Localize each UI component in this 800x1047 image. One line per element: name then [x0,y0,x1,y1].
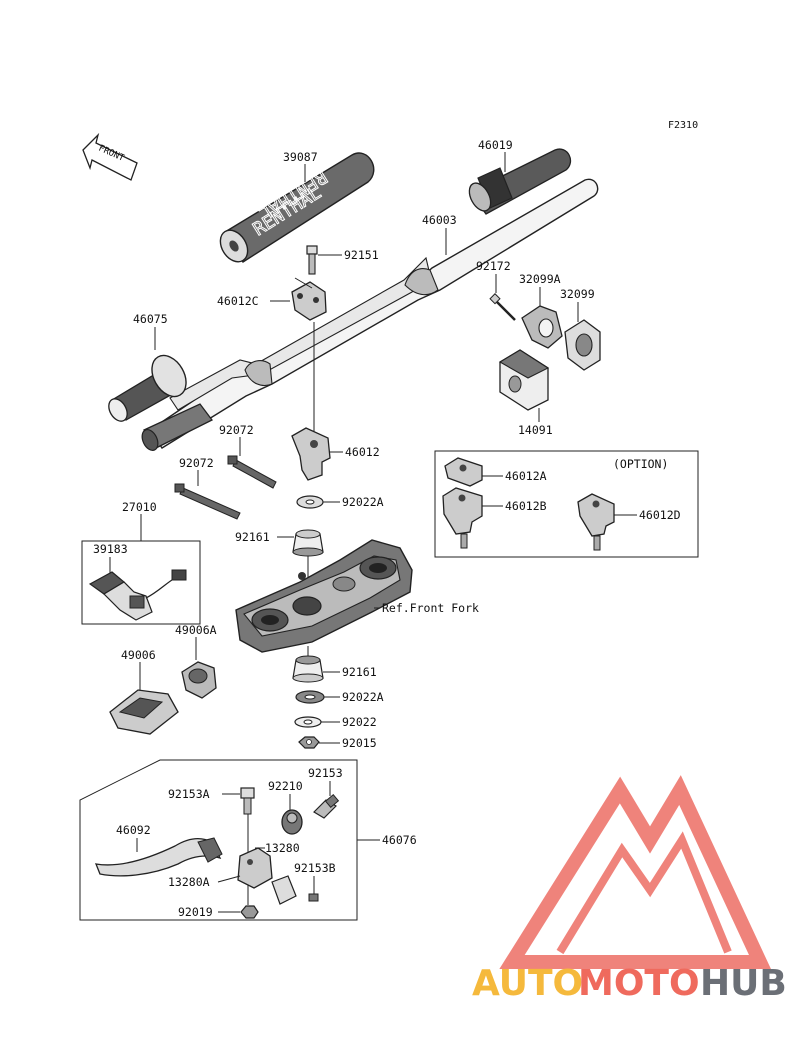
label-92072-a: 92072 [219,423,254,437]
label-46012b: 46012B [505,499,547,513]
label-46012d: 46012D [639,508,681,522]
cable-tie-1-icon [227,455,277,489]
label-92153: 92153 [308,766,343,780]
label-39183: 39183 [93,542,128,556]
label-13280a: 13280A [168,875,210,889]
triple-clamp-icon [235,539,413,653]
option-label: (OPTION) [613,457,668,471]
cable-tie-2-icon [174,483,241,520]
label-92153b: 92153B [294,861,336,875]
washer-92022a-top-icon [296,495,324,509]
nut-92019-icon [240,905,259,919]
label-92161-top: 92161 [235,530,270,544]
label-92072-b: 92072 [179,456,214,470]
handlebar-icon [149,178,599,449]
clamp-46012c-icon [291,281,327,321]
label-92015: 92015 [342,736,377,750]
watermark-hub: HUB [700,963,787,1004]
damper-92161-top-icon [292,529,324,557]
bracket-lower-icon [271,875,297,905]
label-92153a: 92153A [168,787,210,801]
throttle-housing-upper-icon [521,305,563,349]
bolt-92151-icon [306,245,318,275]
option-box [434,450,699,558]
watermark-logo-icon [499,775,771,969]
bar-holder-46012-icon [291,427,331,481]
front-arrow-icon: FRONT [82,132,138,181]
adjuster-92153-icon [313,794,340,819]
clutch-lever-box [79,759,358,921]
label-92022a-bot: 92022A [342,690,384,704]
label-92022: 92022 [342,715,377,729]
bolt-92153a-icon [240,787,255,815]
label-39087: 39087 [283,150,318,164]
screw-92153b-icon [308,893,319,902]
label-46012a: 46012A [505,469,547,483]
label-46012: 46012 [345,445,380,459]
cover-49006-icon [109,689,179,735]
label-46012c: 46012C [217,294,259,308]
label-46019: 46019 [478,138,513,152]
bar-holder-46012b-icon [442,487,483,549]
label-32099: 32099 [560,287,595,301]
label-32099a: 32099A [519,272,561,286]
label-92022a-top: 92022A [342,495,384,509]
washer-92022-icon [294,716,322,728]
label-92161-bot: 92161 [342,665,377,679]
watermark-auto: AUTO [472,963,583,1004]
throttle-bolt-icon [489,293,516,321]
label-92210: 92210 [268,779,303,793]
label-92151: 92151 [344,248,379,262]
switch-assembly-icon [88,569,187,621]
label-14091: 14091 [518,423,553,437]
label-49006: 49006 [121,648,156,662]
throttle-grip-icon [468,148,571,215]
nut-92015-icon [298,736,320,749]
throttle-housing-lower-icon [564,319,601,371]
label-49006a: 49006A [175,623,217,637]
clutch-lever-icon [94,837,223,877]
bar-holder-46012a-icon [444,457,483,487]
label-92019: 92019 [178,905,213,919]
bar-holder-46012d-icon [577,493,615,551]
damper-92161-bot-icon [292,655,324,683]
label-27010: 27010 [122,500,157,514]
knob-49006a-icon [181,661,217,699]
left-grip-icon [108,354,187,422]
cap-92210-icon [281,809,303,835]
throttle-cover-icon [498,349,550,411]
label-92172: 92172 [476,259,511,273]
label-46003: 46003 [422,213,457,227]
figure-code: F2310 [668,120,698,131]
ref-front-fork-label: Ref.Front Fork [382,601,479,615]
label-46075: 46075 [133,312,168,326]
label-46092: 46092 [116,823,151,837]
watermark-text: AUTO MOTO HUB [472,963,787,1004]
label-46076: 46076 [382,833,417,847]
watermark-moto: MOTO [578,963,700,1004]
bar-grip-icon [141,403,213,451]
washer-92022a-bot-icon [295,690,325,704]
bracket-13280-icon [237,847,273,889]
label-13280: 13280 [265,841,300,855]
